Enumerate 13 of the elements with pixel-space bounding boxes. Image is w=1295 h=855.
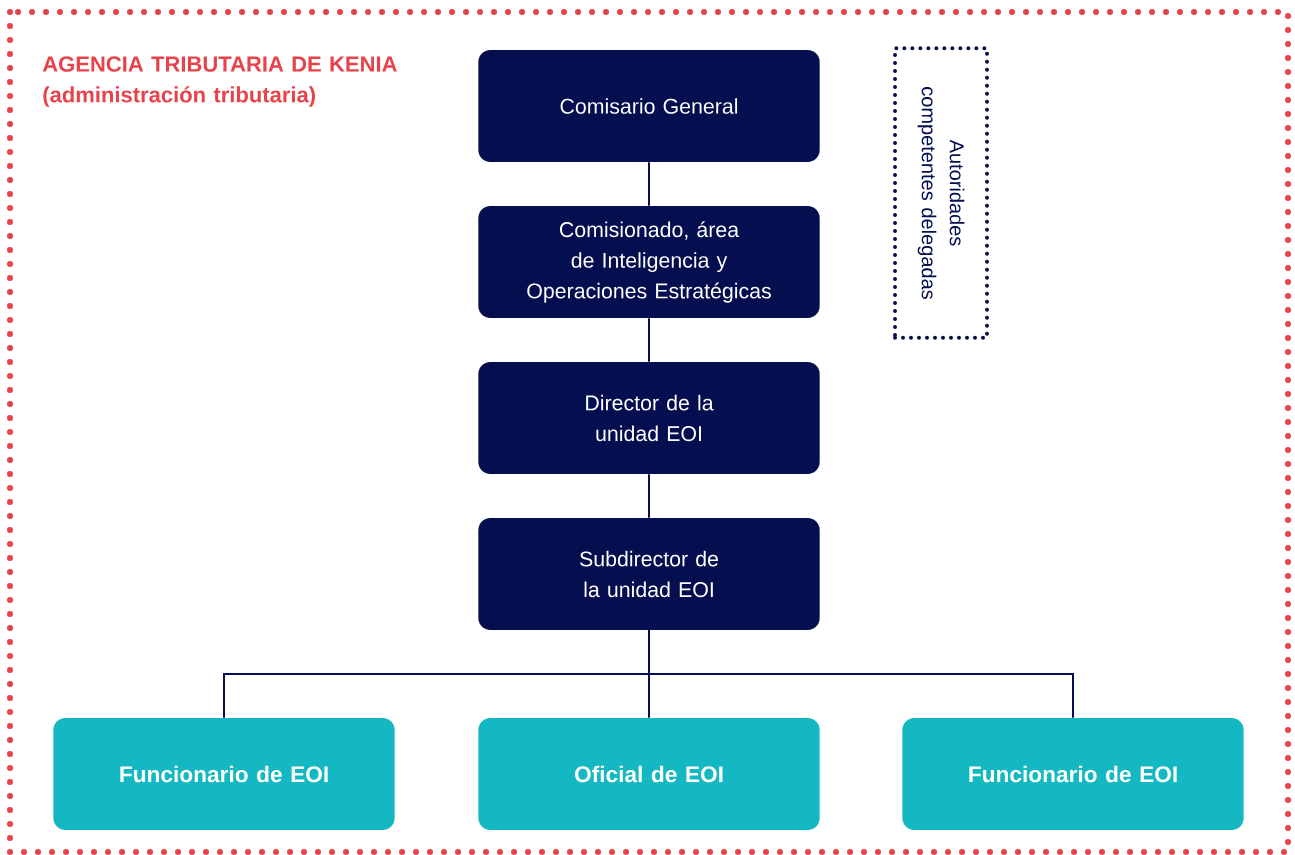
org-box: Director de la unidad EOI [478,362,820,474]
org-box: Comisario General [478,50,820,162]
org-box: Oficial de EOI [478,718,820,830]
org-box: Comisionado, área de Inteligencia y Operaciones Estratégicas [478,206,820,318]
heading: AGENCIA TRIBUTARIA DE KENIA (administración tributaria) [42,56,397,107]
connector [648,317,650,363]
org-box: Funcionario de EOI [53,718,395,830]
org-box: Subdirector de la unidad EOI [478,518,820,630]
org-box: Funcionario de EOI [902,718,1244,830]
connector [648,629,1074,719]
connector [648,161,650,207]
connector [648,473,650,519]
dotted-box: Autoridades competentes delegadas [893,46,989,340]
